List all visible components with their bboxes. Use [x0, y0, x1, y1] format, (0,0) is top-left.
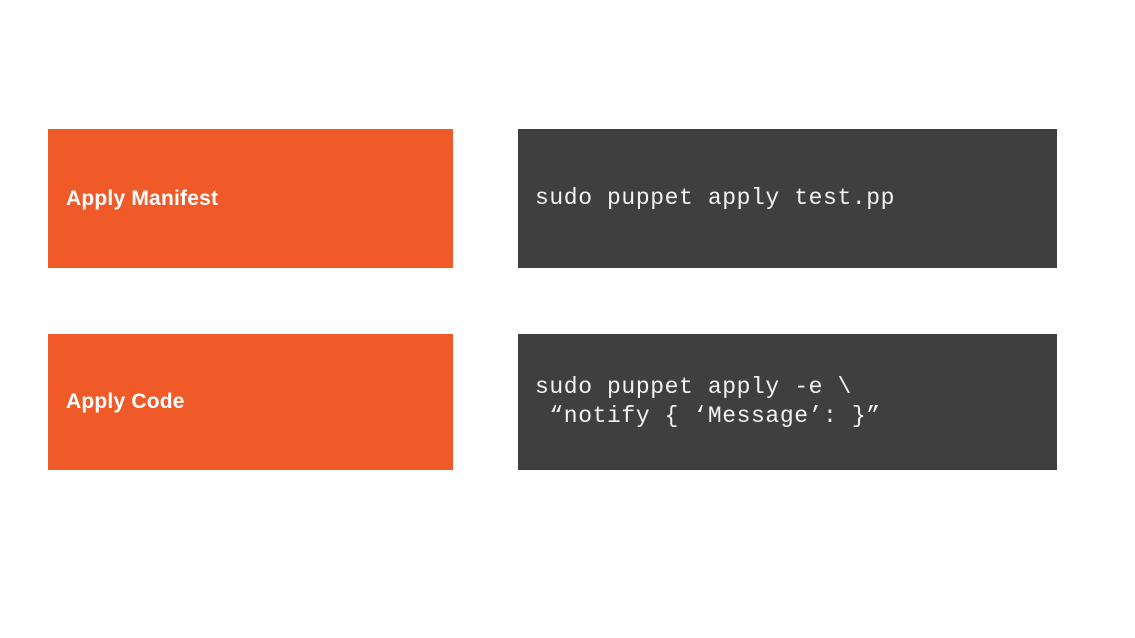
- code-text-apply-manifest: sudo puppet apply test.pp: [535, 184, 896, 211]
- code-card-apply-code: sudo puppet apply -e \ “notify { ‘Messag…: [518, 334, 1057, 470]
- label-text-apply-code: Apply Code: [66, 390, 185, 414]
- watermark: [1034, 500, 1074, 514]
- code-text-apply-code: sudo puppet apply -e \ “notify { ‘Messag…: [535, 373, 881, 429]
- label-card-apply-manifest: Apply Manifest: [48, 129, 453, 268]
- code-card-apply-manifest: sudo puppet apply test.pp: [518, 129, 1057, 268]
- label-text-apply-manifest: Apply Manifest: [66, 186, 219, 210]
- label-card-apply-code: Apply Code: [48, 334, 453, 470]
